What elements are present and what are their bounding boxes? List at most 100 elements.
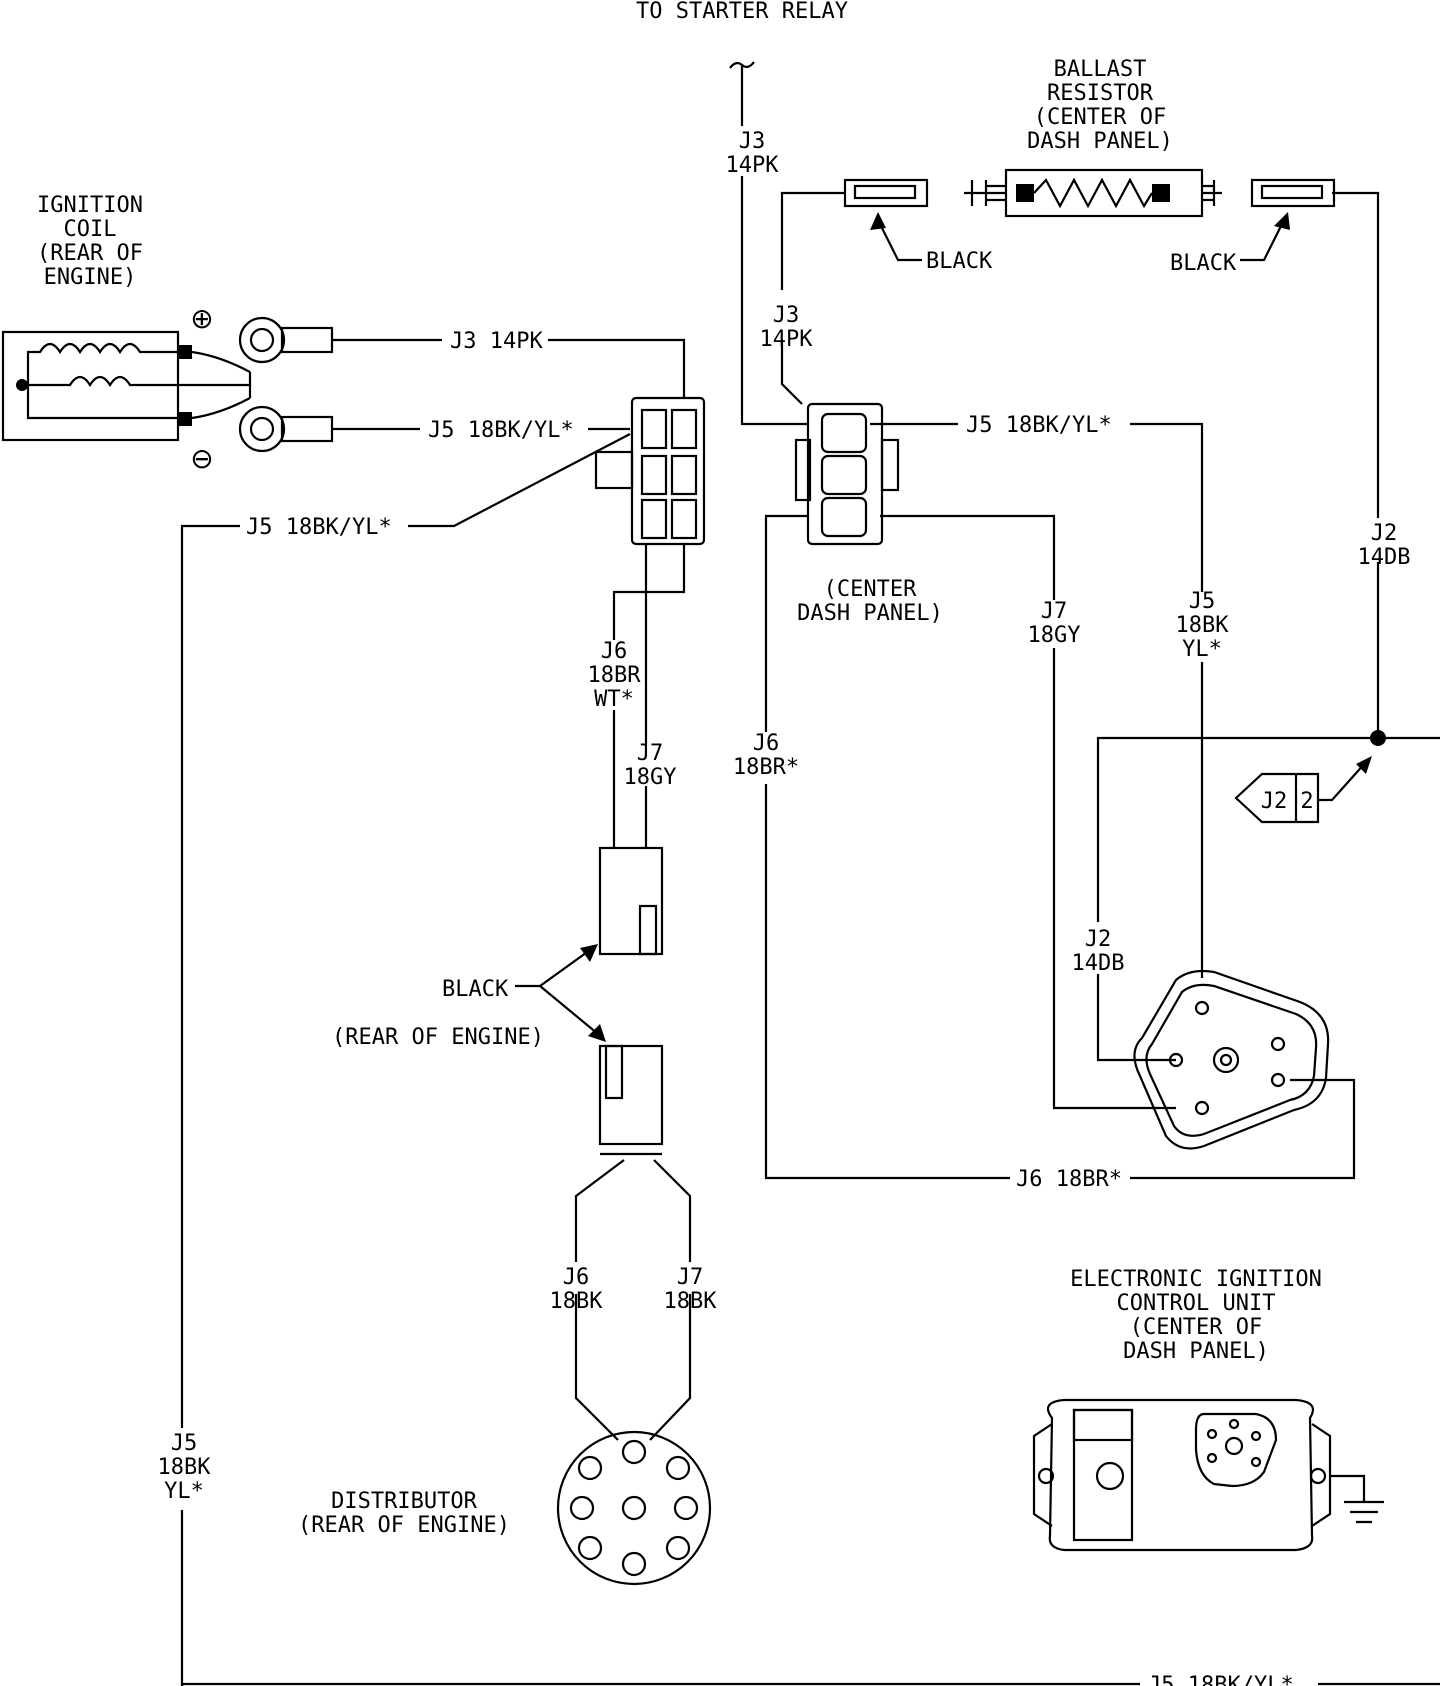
wire-label-j2-right-1: J2 [1371,521,1398,546]
distributor-label-1: DISTRIBUTOR [331,1489,477,1514]
wire-j5-center [870,422,1204,978]
control-unit-socket-pin-2 [1206,1452,1218,1464]
control-unit-socket-pin-1 [1206,1428,1218,1440]
wire-label-j5-vertical-2: 18BK [1176,613,1230,638]
control-unit-socket-pin-3 [1228,1418,1240,1430]
ballast-zigzag [1033,177,1153,209]
coil-label-1: IGNITION [37,193,143,218]
control-unit-hole-left [1037,1467,1055,1485]
coil-primary [26,342,188,385]
control-pickup-connector [1133,969,1330,1150]
wires [180,61,1440,1686]
center-connector-cavity-3 [820,496,868,538]
ring-terminal-plus [238,316,286,364]
wire-label-j3-mid-1: J3 [773,303,800,328]
pickup-pin-right-top [1270,1036,1286,1052]
distributor-cap [556,1430,712,1586]
black-engine-connectors [598,846,664,1156]
wire-label-j6-dist-2: 18BK [550,1289,604,1314]
distributor-terminal-1 [577,1455,603,1481]
ignition-coil: ⊕ ⊖ [1,302,334,475]
lower-black-connector-tab [604,1044,624,1100]
arrow-black-ballast-right [1274,212,1290,230]
control-unit-socket-pin-4 [1250,1430,1262,1442]
wire-label-j7-center-1: J7 [1041,599,1068,624]
ballast-end-left [1016,184,1034,202]
control-unit-socket-center [1224,1436,1244,1456]
left-connector-cavity-4 [670,454,698,496]
distributor-terminal-3 [665,1455,691,1481]
center-connector-left-lug [794,438,812,502]
control-unit-body [1046,1398,1314,1552]
wire-label-j7-dist-1: J7 [677,1265,704,1290]
coil-minus-symbol: ⊖ [190,442,213,475]
ballast-label-1: BALLAST [1054,57,1147,82]
pickup-center-inner [1219,1053,1233,1067]
splice-node [1370,730,1386,746]
distributor-terminal-6 [577,1535,603,1561]
black-label-engine: BLACK [442,977,509,1002]
left-connector-latch [594,450,634,490]
control-unit-label-4: DASH PANEL) [1123,1339,1269,1364]
pickup-pin-left [1168,1052,1184,1068]
wire-label-j6-dist-1: J6 [563,1265,590,1290]
ring-terminal-plus-hole [249,327,275,353]
coil-term-plus [178,345,192,359]
arrow-black-ballast-left [870,212,886,230]
control-unit-socket-pin-5 [1250,1456,1262,1468]
splice-box [1234,772,1320,824]
wire-label-j3-mid-2: 14PK [760,327,814,352]
distributor-terminal-5 [673,1495,699,1521]
wire-starter-end [729,61,755,69]
left-connector-cavity-3 [640,454,668,496]
left-connector-cavity-5 [640,498,668,540]
distributor-terminal-2 [621,1439,647,1465]
wire-label-j3-top-1: J3 [739,129,766,154]
wire-label-j6-left-3: WT* [594,687,634,712]
wire-label-j7-left-2: 18GY [624,765,677,790]
pickup-pin-right-bottom [1270,1072,1286,1088]
wire-label-j7-center-2: 18GY [1028,623,1081,648]
distributor-terminal-4 [569,1495,595,1521]
ballast-label-4: DASH PANEL) [1027,129,1173,154]
distributor [556,1430,712,1586]
wire-label-j3-coil: J3 14PK [450,329,543,354]
pickup-center [1212,1046,1240,1074]
wire-j3-ballast [780,191,845,405]
wire-label-j5-left-vertical-1: J5 [171,1431,198,1456]
wire-j5-left [180,433,631,1686]
wire-j6-left [612,544,686,848]
wire-label-j5-bottom: J5 18BK/YL* [1148,1673,1294,1686]
wire-label-j7-left-1: J7 [637,741,664,766]
distributor-terminal-8 [665,1535,691,1561]
wire-black-ballast-right [1240,219,1285,262]
splice-box-left: J2 [1261,789,1288,814]
ballast-right-stud [1202,180,1222,206]
ring-terminal-minus-hole [249,416,275,442]
coil-term-minus [178,412,192,426]
wire-j2-ballast [1332,191,1380,738]
left-connector-cavity-2 [670,408,698,450]
wire-label-j6-left-1: J6 [601,639,628,664]
wire-label-j5-left-vertical-2: 18BK [158,1455,212,1480]
wire-black-leader [515,949,599,1035]
wire-label-j5-left-vertical-3: YL* [164,1479,204,1504]
wire-j3-coil [332,338,686,398]
center-dash-label-1: (CENTER [824,577,917,602]
wire-label-j5-left-top: J5 18BK/YL* [246,515,392,540]
wire-j6-center [764,514,1356,1180]
top-label: TO STARTER RELAY [636,0,848,24]
control-unit-heatsink-top [1072,1408,1134,1442]
ring-plus-barrel [280,326,334,354]
ballast-right-connector [1250,178,1336,208]
left-harness-connector [594,396,706,546]
black-label-ballast-right: BLACK [1170,251,1237,276]
center-dash-connector [794,402,900,546]
center-connector-cavity-1 [820,412,868,454]
upper-black-connector-tab [638,904,658,956]
left-connector-cavity-1 [640,408,668,450]
lower-black-connector [598,1044,664,1146]
wire-j7-dist [649,1159,692,1441]
wire-label-j5-center: J5 18BK/YL* [966,413,1112,438]
